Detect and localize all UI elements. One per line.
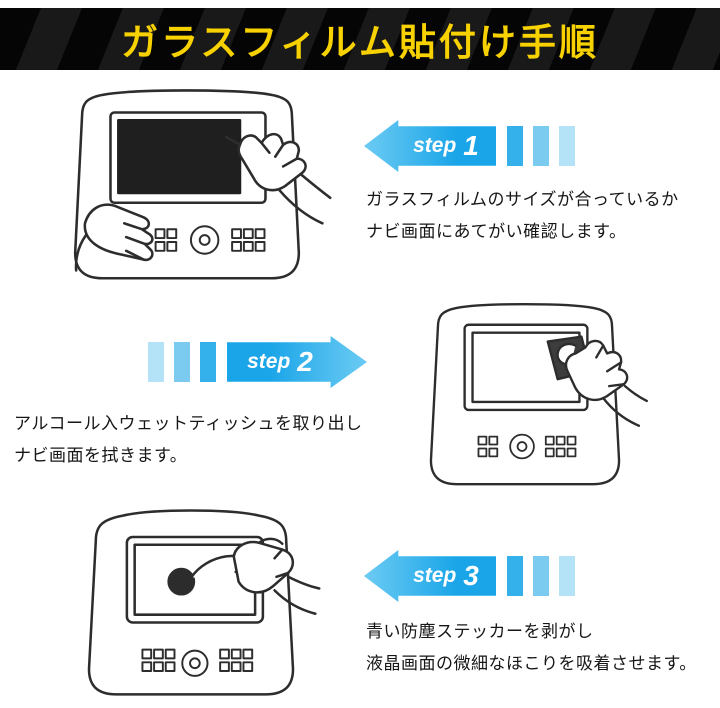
description-line: 青い防塵ステッカーを剥がし: [366, 622, 594, 641]
glass-film: [117, 119, 242, 195]
left-hand: [74, 203, 154, 272]
description-line: 液晶画面の微細なほこりを吸着させます。: [366, 654, 697, 673]
step-3-description: 青い防塵ステッカーを剥がし 液晶画面の微細なほこりを吸着させます。: [366, 616, 697, 680]
description-line: ナビ画面を拭きます。: [14, 446, 188, 465]
trail-bar: [559, 126, 575, 166]
right-hand: [224, 132, 332, 225]
step-3-illustration: [40, 502, 342, 706]
step-2-indicator: step 2: [148, 336, 367, 388]
trail-bar: [559, 556, 575, 596]
step-label: step: [247, 350, 291, 373]
step-1-arrow: step 1: [364, 120, 496, 172]
volume-knob: [509, 433, 535, 460]
trail-bar: [533, 126, 549, 166]
trail-bar: [533, 556, 549, 596]
dust-sticker-illustration: [87, 509, 321, 696]
step-number: 1: [463, 130, 479, 161]
fit-check-illustration: [73, 89, 332, 280]
step-number: 2: [297, 346, 313, 377]
page-title: ガラスフィルム貼付け手順: [121, 22, 599, 63]
step-2-illustration: [398, 300, 652, 498]
control-buttons: [477, 433, 577, 460]
control-buttons: [141, 648, 254, 677]
description-line: ナビ画面にあてがい確認します。: [366, 222, 627, 241]
wipe-screen-illustration: [429, 303, 648, 486]
dust-sticker: [167, 567, 196, 596]
step-2-description: アルコール入ウェットティッシュを取り出し ナビ画面を拭きます。: [14, 408, 362, 472]
volume-knob: [181, 649, 209, 677]
trail-bar: [507, 556, 523, 596]
step-label: step: [413, 564, 457, 587]
right-hand: [556, 339, 648, 427]
description-line: アルコール入ウェットティッシュを取り出し: [14, 414, 363, 433]
trail-bar: [148, 342, 164, 382]
control-buttons: [154, 225, 266, 255]
title-banner: ガラスフィルム貼付け手順: [0, 8, 720, 70]
trail-bar: [200, 342, 216, 382]
step-label: step: [413, 134, 457, 157]
step-1-indicator: step 1: [364, 120, 575, 172]
step-3-arrow: step 3: [364, 550, 496, 602]
right-hand: [189, 537, 321, 615]
step-1-arrow-trail: [507, 126, 575, 166]
step-number: 3: [463, 560, 479, 591]
trail-bar: [507, 126, 523, 166]
step-2-arrow: step 2: [227, 336, 367, 388]
description-line: ガラスフィルムのサイズが合っているか: [366, 190, 679, 209]
step-2-arrow-trail: [148, 342, 216, 382]
step-3-indicator: step 3: [364, 550, 575, 602]
trail-bar: [174, 342, 190, 382]
step-3-arrow-trail: [507, 556, 575, 596]
volume-knob: [189, 225, 220, 255]
step-1-illustration: [36, 86, 338, 292]
step-1-description: ガラスフィルムのサイズが合っているか ナビ画面にあてがい確認します。: [366, 184, 679, 248]
